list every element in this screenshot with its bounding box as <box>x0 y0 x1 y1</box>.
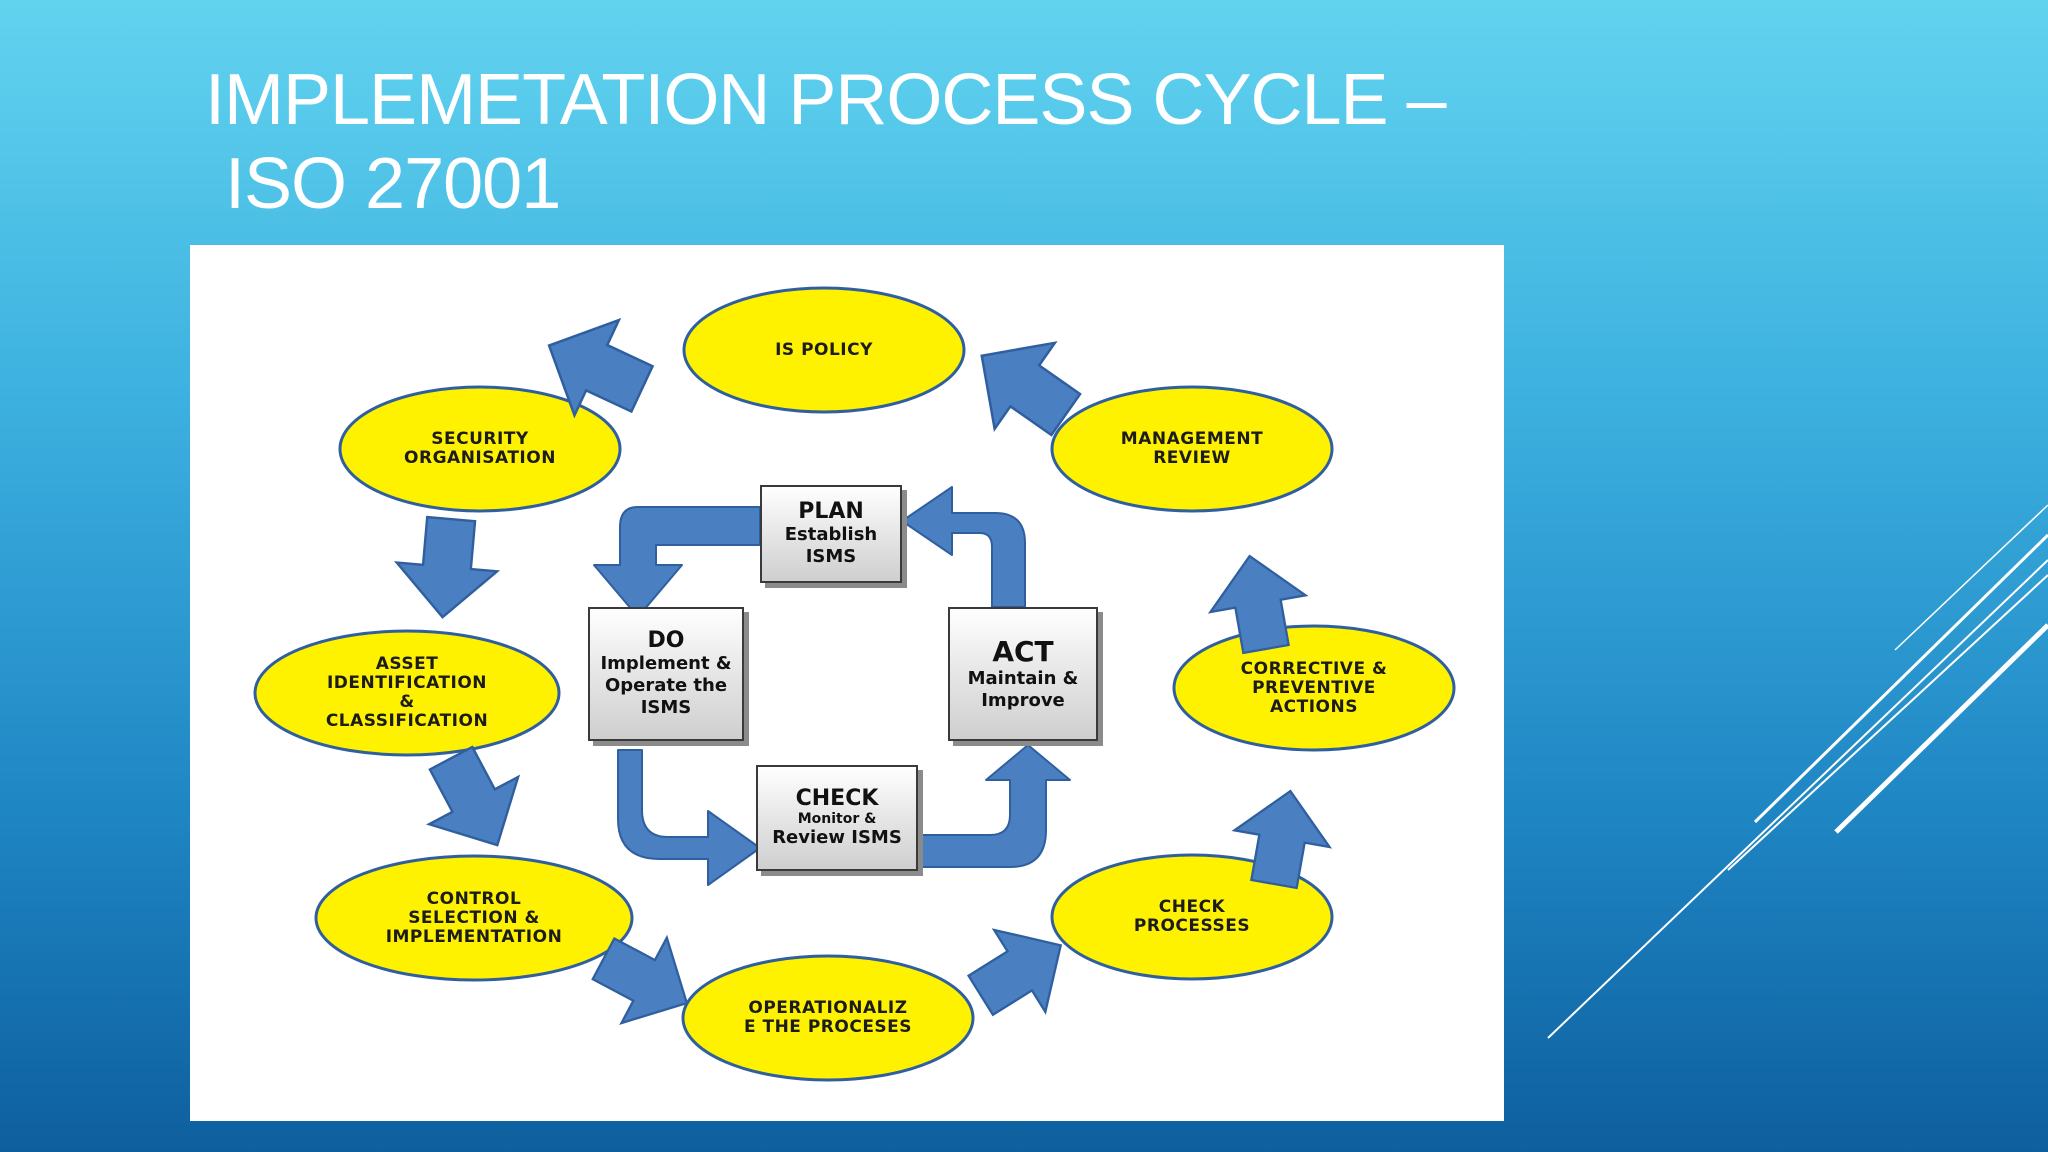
arrow-act-to-plan <box>901 486 1026 608</box>
ellipse-corrective-actions <box>1172 624 1456 752</box>
ellipse-management-review <box>1050 385 1334 513</box>
arrow-security-to-asset <box>391 513 503 623</box>
plan-subtitle: Establish ISMS <box>784 524 878 567</box>
check-subtitle: Review ISMS <box>772 827 902 848</box>
ellipse-check-processes <box>1050 853 1334 981</box>
label-is-policy: IS POLICY <box>775 339 873 360</box>
check-title: CHECK <box>795 786 879 811</box>
label-corrective-actions: CORRECTIVE & PREVENTIVE ACTIONS <box>1240 658 1388 717</box>
deco-line-1 <box>1547 559 2048 1039</box>
ellipse-is-policy <box>682 286 966 414</box>
diagram-graphics <box>253 286 1456 1082</box>
arrow-check-to-act <box>919 744 1071 868</box>
check-small-text: Monitor & <box>797 811 877 827</box>
deco-line-3 <box>1753 533 2048 824</box>
box-check: CHECK Monitor & Review ISMS <box>756 765 918 871</box>
act-title: ACT <box>992 635 1054 668</box>
title-line-2: ISO 27001 <box>225 144 561 224</box>
deco-line-2 <box>1727 574 2048 871</box>
label-operationalize: OPERATIONALIZ E THE PROCESES <box>743 998 913 1037</box>
ellipse-control-selection <box>314 854 634 982</box>
box-act: ACT Maintain & Improve <box>948 607 1098 741</box>
diagram-panel: IS POLICY MANAGEMENT REVIEW CORRECTIVE &… <box>190 245 1504 1121</box>
label-security-organisation: SECURITY ORGANISATION <box>404 429 556 468</box>
plan-title: PLAN <box>798 499 864 524</box>
act-subtitle: Maintain & Improve <box>967 668 1079 711</box>
label-management-review: MANAGEMENT REVIEW <box>1120 429 1264 468</box>
label-control-selection: CONTROL SELECTION & IMPLEMENTATION <box>385 888 563 947</box>
title-line-1: IMPLEMETATION PROCESS CYCLE – <box>205 60 1447 140</box>
slide-title: IMPLEMETATION PROCESS CYCLE – ISO 27001 <box>205 58 1447 226</box>
arrow-do-to-check <box>617 749 761 886</box>
box-plan: PLAN Establish ISMS <box>760 485 902 583</box>
do-title: DO <box>647 628 685 653</box>
label-asset-identification: ASSET IDENTIFICATION & CLASSIFICATION <box>325 654 489 731</box>
ellipse-asset-identification <box>253 629 561 757</box>
ellipse-operationalize <box>681 954 975 1082</box>
label-check-processes: CHECK PROCESSES <box>1133 897 1251 936</box>
deco-line-5 <box>1894 504 2048 651</box>
do-subtitle: Implement & Operate the ISMS <box>600 653 732 718</box>
arrow-plan-to-do <box>593 506 761 618</box>
ellipse-security-organisation <box>338 385 622 513</box>
box-do: DO Implement & Operate the ISMS <box>588 607 744 741</box>
deco-line-4 <box>1834 623 2048 834</box>
